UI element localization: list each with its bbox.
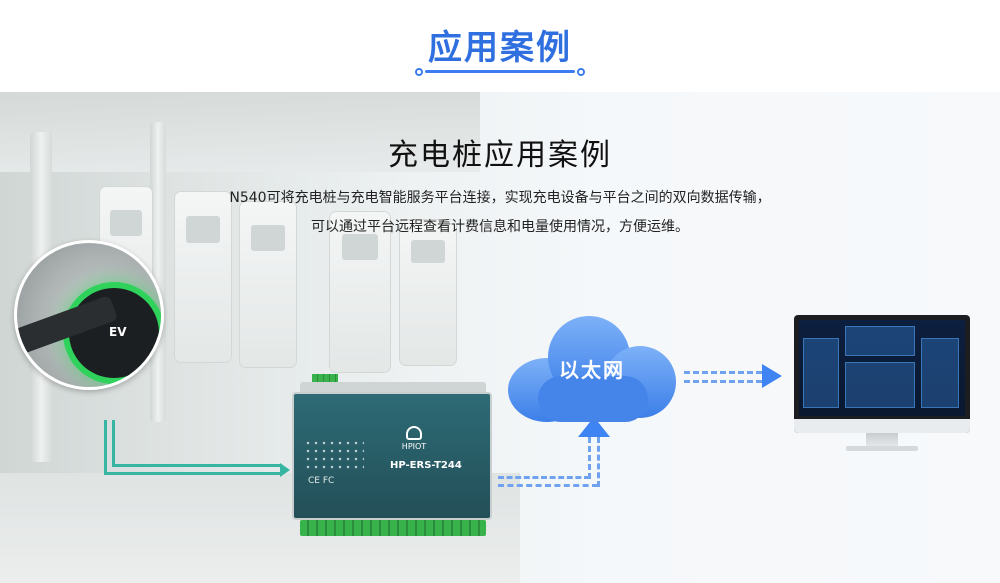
monitor-stand-base bbox=[846, 446, 918, 451]
device-model: HP-ERS-T244 bbox=[390, 460, 462, 471]
case-title: 充电桩应用案例 bbox=[388, 138, 612, 173]
connector-line bbox=[104, 420, 107, 474]
device-cert-marks: CE FC bbox=[308, 476, 335, 486]
dashed-link bbox=[498, 484, 598, 487]
canopy bbox=[0, 92, 480, 172]
dashed-link bbox=[684, 371, 762, 374]
connector-line bbox=[104, 472, 282, 475]
connector-line bbox=[112, 464, 282, 467]
cloud-label: 以太网 bbox=[559, 358, 625, 382]
arrow-icon bbox=[280, 463, 290, 477]
arrow-icon bbox=[578, 417, 610, 437]
terminal-block bbox=[312, 374, 338, 384]
case-description-line2: 可以通过平台远程查看计费信息和电量使用情况，方便运维。 bbox=[311, 219, 689, 235]
section-header: 应用案例 bbox=[0, 0, 1000, 92]
case-description-line1: N540可将充电桩与充电智能服务平台连接，实现充电设备与平台之间的双向数据传输， bbox=[229, 190, 771, 206]
connector-line bbox=[112, 420, 115, 466]
monitor-icon bbox=[794, 315, 970, 433]
arrow-icon bbox=[762, 364, 782, 388]
dashed-link bbox=[684, 380, 762, 383]
terminal-block bbox=[300, 520, 486, 536]
cloud-icon bbox=[508, 302, 676, 422]
ev-label: EV bbox=[109, 325, 127, 339]
hpiot-logo-icon bbox=[406, 426, 422, 440]
title-underline bbox=[415, 68, 585, 76]
monitor-stand bbox=[866, 433, 898, 447]
charging-station-scene: 充电桩应用案例 N540可将充电桩与充电智能服务平台连接，实现充电设备与平台之间… bbox=[0, 92, 1000, 583]
device-brand: HPIOT bbox=[401, 442, 427, 451]
ev-charger-icon: EV bbox=[14, 240, 164, 390]
gateway-device-icon: HPIOT HP-ERS-T244 CE FC bbox=[292, 392, 492, 520]
dashed-link bbox=[597, 437, 600, 487]
dashed-link bbox=[588, 437, 591, 479]
dashed-link bbox=[498, 476, 590, 479]
section-title: 应用案例 bbox=[428, 28, 572, 68]
